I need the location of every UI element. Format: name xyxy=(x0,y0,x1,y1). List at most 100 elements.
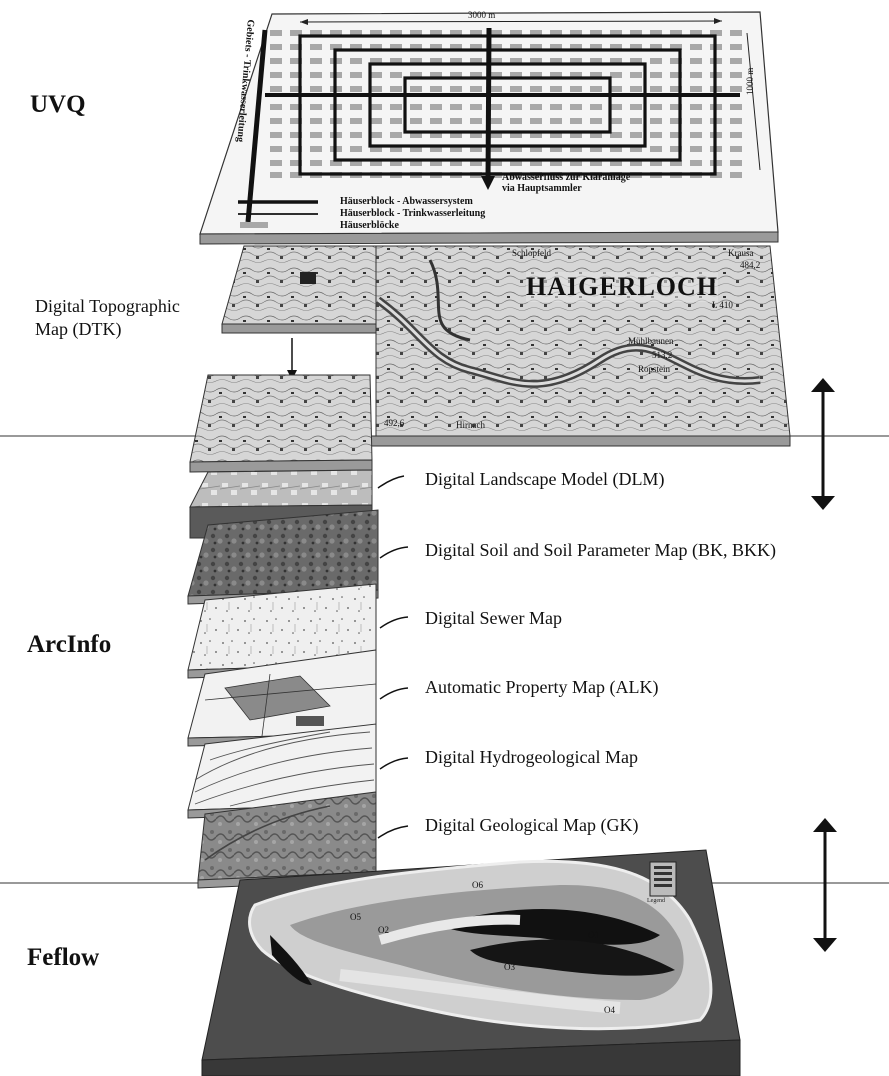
house-block xyxy=(390,132,402,138)
uvq-legend-abwasser: Häuserblock - Abwassersystem xyxy=(340,196,473,207)
house-block xyxy=(310,72,322,78)
double-arrow-lower xyxy=(813,818,837,952)
well-O2: O2 xyxy=(378,925,389,935)
house-block xyxy=(450,104,462,110)
house-block xyxy=(370,132,382,138)
house-block xyxy=(490,104,502,110)
house-block xyxy=(350,104,362,110)
section-uvq: UVQ xyxy=(30,91,86,119)
house-block xyxy=(310,86,322,92)
house-block xyxy=(510,118,522,124)
well-O4: O4 xyxy=(604,1005,615,1015)
dtk-small-plate xyxy=(222,246,376,333)
house-block xyxy=(530,104,542,110)
house-block xyxy=(310,118,322,124)
house-block xyxy=(410,104,422,110)
house-block xyxy=(270,146,282,152)
house-block xyxy=(310,58,322,64)
house-block xyxy=(270,172,282,178)
house-block xyxy=(350,118,362,124)
house-block xyxy=(650,86,662,92)
house-block xyxy=(270,58,282,64)
uvq-legend-trinkwasser: Häuserblock - Trinkwasserleitung xyxy=(340,208,485,219)
house-block xyxy=(690,86,702,92)
house-block xyxy=(730,44,742,50)
uvq-flow-label: Abwasserfluss zur Kläranlage via Hauptsa… xyxy=(502,172,630,194)
house-block xyxy=(510,104,522,110)
topo-label-0: Schlopfeld xyxy=(512,248,551,258)
house-block xyxy=(690,104,702,110)
house-block xyxy=(270,30,282,36)
house-block xyxy=(350,58,362,64)
house-block xyxy=(570,118,582,124)
house-block xyxy=(270,44,282,50)
label-soil: Digital Soil and Soil Parameter Map (BK,… xyxy=(425,540,776,561)
house-block xyxy=(410,86,422,92)
house-block xyxy=(270,104,282,110)
topo-label-8: L 410 xyxy=(712,300,733,310)
house-block xyxy=(410,118,422,124)
house-block xyxy=(590,118,602,124)
hook-sewer xyxy=(380,617,408,628)
house-block xyxy=(650,146,662,152)
house-block xyxy=(270,132,282,138)
hook-dlm xyxy=(378,476,404,488)
topo-label-7: Hirnach xyxy=(456,420,485,430)
house-block xyxy=(630,104,642,110)
house-block xyxy=(430,86,442,92)
topo-label-5: Ropstein xyxy=(638,364,670,374)
house-block xyxy=(690,44,702,50)
main-collector-line xyxy=(488,28,489,180)
uvq-flow-label-line1: Abwasserfluss zur Kläranlage xyxy=(502,172,630,183)
house-block xyxy=(630,132,642,138)
house-block xyxy=(550,118,562,124)
topo-label-1: Krausa xyxy=(728,248,754,258)
house-block xyxy=(310,104,322,110)
house-block xyxy=(610,72,622,78)
house-block xyxy=(730,30,742,36)
feflow-plate xyxy=(202,850,740,1076)
house-block xyxy=(390,86,402,92)
label-geo: Digital Geological Map (GK) xyxy=(425,815,638,836)
house-block xyxy=(490,86,502,92)
house-block xyxy=(470,118,482,124)
house-block xyxy=(730,86,742,92)
section-arcinfo: ArcInfo xyxy=(27,631,111,659)
house-block xyxy=(610,132,622,138)
house-block xyxy=(350,86,362,92)
well-O5: O5 xyxy=(350,912,361,922)
house-block xyxy=(630,72,642,78)
house-block xyxy=(370,86,382,92)
house-block xyxy=(450,86,462,92)
house-block xyxy=(610,86,622,92)
house-block xyxy=(270,160,282,166)
label-dlm: Digital Landscape Model (DLM) xyxy=(425,469,664,490)
house-block xyxy=(270,118,282,124)
house-block xyxy=(350,132,362,138)
house-block xyxy=(650,58,662,64)
uvq-flow-label-line2: via Hauptsammler xyxy=(502,183,630,194)
house-block xyxy=(730,160,742,166)
house-block xyxy=(730,58,742,64)
house-block xyxy=(610,118,622,124)
house-block xyxy=(310,44,322,50)
well-O6: O6 xyxy=(472,880,483,890)
house-block xyxy=(430,118,442,124)
house-block xyxy=(550,104,562,110)
house-block xyxy=(690,118,702,124)
house-block xyxy=(690,160,702,166)
house-block xyxy=(370,104,382,110)
house-block xyxy=(690,72,702,78)
house-block xyxy=(390,118,402,124)
house-block xyxy=(310,132,322,138)
house-block xyxy=(730,104,742,110)
house-block xyxy=(370,118,382,124)
house-block xyxy=(590,86,602,92)
uvq-height-dim: 1000 m xyxy=(745,68,755,95)
dtk-label-line1: Digital Topographic xyxy=(35,295,180,318)
section-feflow: Feflow xyxy=(27,944,99,972)
house-block xyxy=(730,132,742,138)
topo-label-2: 484,2 xyxy=(740,260,760,270)
house-block xyxy=(310,160,322,166)
house-block xyxy=(650,72,662,78)
